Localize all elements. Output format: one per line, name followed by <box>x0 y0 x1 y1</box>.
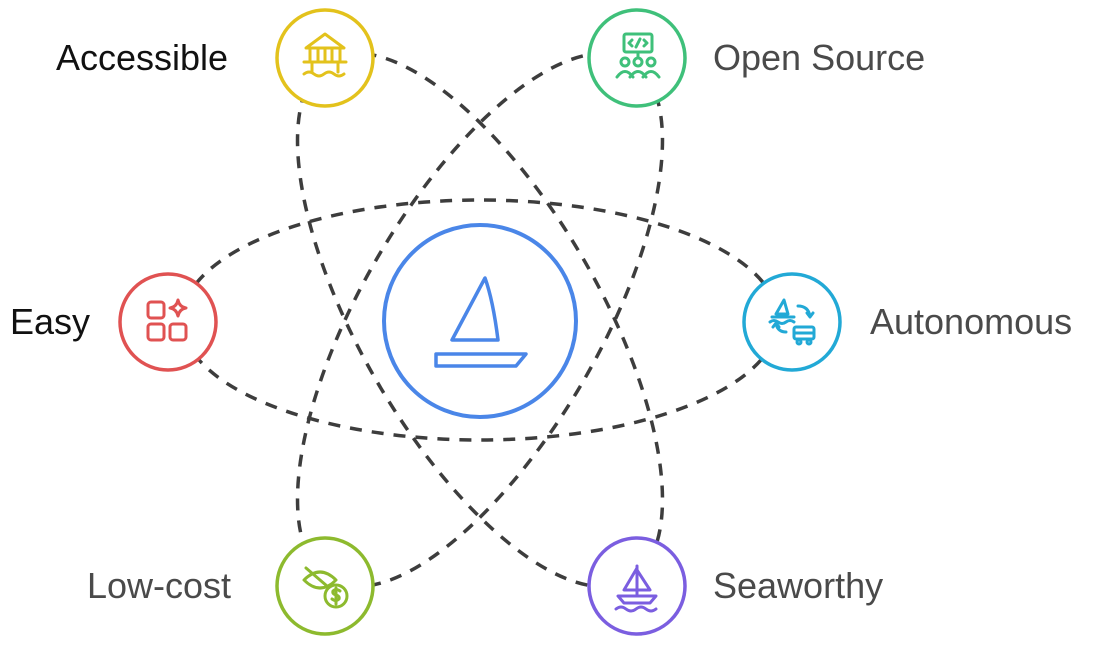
sailboat-waves-icon <box>614 564 658 613</box>
node-low-cost <box>275 536 375 636</box>
label-autonomous: Autonomous <box>870 301 1073 342</box>
label-accessible: Accessible <box>56 37 229 78</box>
apps-sparkle-icon <box>146 298 188 342</box>
stilt-house-water-icon <box>302 32 348 78</box>
center-node <box>382 223 578 419</box>
code-community-icon <box>615 32 661 79</box>
center-circle <box>382 223 578 419</box>
sailboat-icon <box>434 276 528 368</box>
node-easy <box>118 272 218 372</box>
node-easy-circle <box>118 272 218 372</box>
node-seaworthy <box>587 536 687 636</box>
boat-car-transfer-icon <box>768 298 816 346</box>
label-easy: Easy <box>10 301 91 342</box>
label-open-source: Open Source <box>713 37 926 78</box>
node-accessible <box>275 8 375 108</box>
node-autonomous <box>742 272 842 372</box>
node-open-source <box>587 8 687 108</box>
label-seaworthy: Seaworthy <box>713 565 884 606</box>
no-eye-dollar-icon <box>302 566 349 609</box>
label-low-cost: Low-cost <box>87 565 232 606</box>
